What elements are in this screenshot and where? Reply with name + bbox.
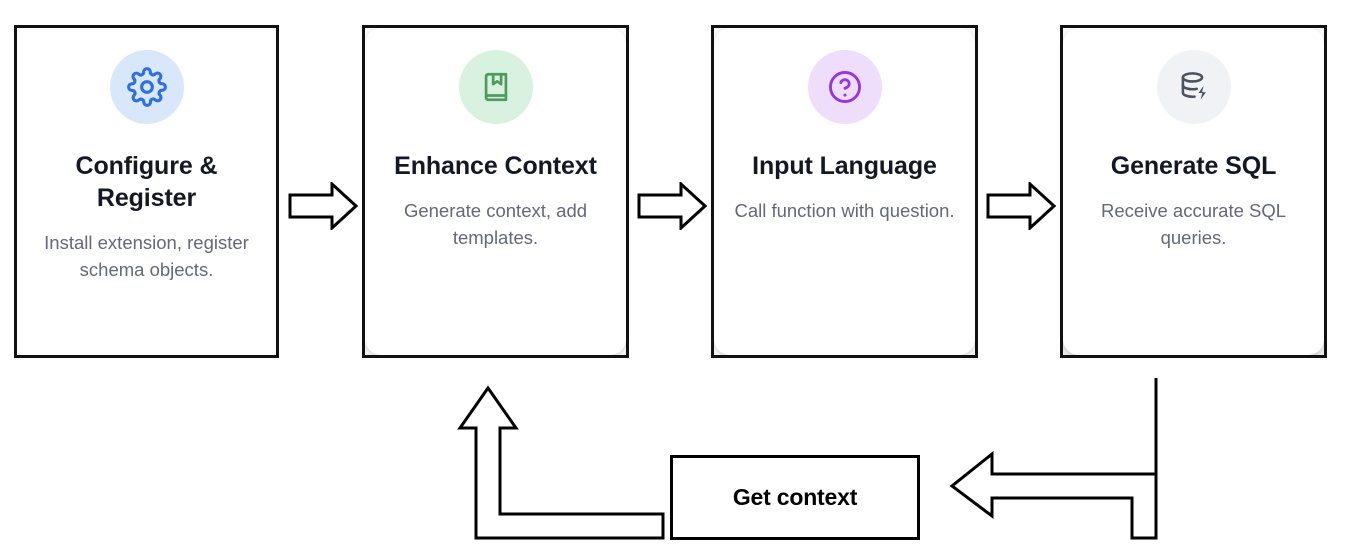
step-description: Generate context, add templates. bbox=[403, 200, 588, 248]
step-description: Install extension, register schema objec… bbox=[44, 232, 249, 280]
gear-icon bbox=[109, 50, 184, 124]
question-circle-icon bbox=[807, 50, 882, 124]
step-card-configure-register[interactable]: Configure & Register Install extension, … bbox=[14, 25, 279, 358]
book-bookmark-icon bbox=[458, 50, 533, 124]
step-card-body: Configure & Register Install extension, … bbox=[17, 28, 276, 355]
step-card-generate-sql[interactable]: Generate SQL Receive accurate SQL querie… bbox=[1060, 25, 1327, 358]
arrow-step1-step2 bbox=[288, 182, 358, 230]
get-context-box[interactable]: Get context bbox=[670, 455, 920, 540]
step-title: Configure & Register bbox=[75, 152, 218, 212]
arrow-step2-step3 bbox=[637, 182, 707, 230]
step-card-input-language[interactable]: Input Language Call function with questi… bbox=[711, 25, 978, 358]
step-title: Generate SQL bbox=[1110, 152, 1277, 180]
step-card-body: Enhance Context Generate context, add te… bbox=[365, 28, 626, 355]
step-card-enhance-context[interactable]: Enhance Context Generate context, add te… bbox=[362, 25, 629, 358]
arrow-feedback-up bbox=[457, 385, 665, 540]
step-title: Enhance Context bbox=[394, 152, 597, 180]
step-description: Receive accurate SQL queries. bbox=[1100, 200, 1287, 248]
arrow-feedback-down-left bbox=[949, 378, 1158, 540]
database-bolt-icon bbox=[1156, 50, 1231, 124]
step-title: Input Language bbox=[752, 152, 937, 180]
step-card-body: Input Language Call function with questi… bbox=[714, 28, 975, 355]
arrow-step3-step4 bbox=[986, 182, 1056, 230]
get-context-label: Get context bbox=[732, 484, 858, 510]
step-description: Call function with question. bbox=[734, 200, 955, 221]
step-card-body: Generate SQL Receive accurate SQL querie… bbox=[1063, 28, 1324, 355]
